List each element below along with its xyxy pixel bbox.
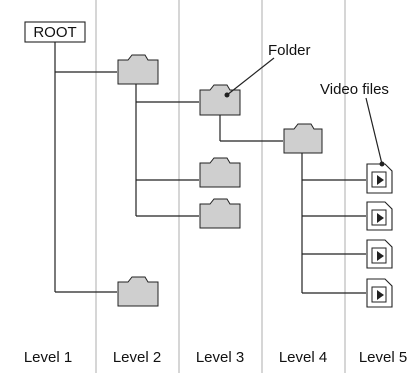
folder-icon — [117, 54, 159, 85]
video-file-icon — [366, 201, 393, 231]
folder-callout-label: Folder — [268, 42, 311, 59]
root-node: ROOT — [24, 21, 86, 43]
root-label: ROOT — [33, 24, 76, 41]
level-label-2: Level 2 — [113, 349, 161, 366]
level-label-1: Level 1 — [24, 349, 72, 366]
level-label-5: Level 5 — [359, 349, 407, 366]
video-file-icon — [366, 278, 393, 308]
video-callout-label: Video files — [320, 81, 389, 98]
level-label-4: Level 4 — [279, 349, 327, 366]
folder-icon — [117, 276, 159, 307]
folder-icon — [283, 123, 323, 154]
level-label-3: Level 3 — [196, 349, 244, 366]
folder-icon — [199, 198, 241, 229]
folder-callout: Folder — [226, 42, 311, 96]
tree-connectors — [54, 42, 366, 294]
folder-icon — [199, 157, 241, 188]
video-file-icon — [366, 161, 393, 194]
video-callout: Video files — [320, 81, 389, 165]
video-file-icon — [366, 239, 393, 269]
